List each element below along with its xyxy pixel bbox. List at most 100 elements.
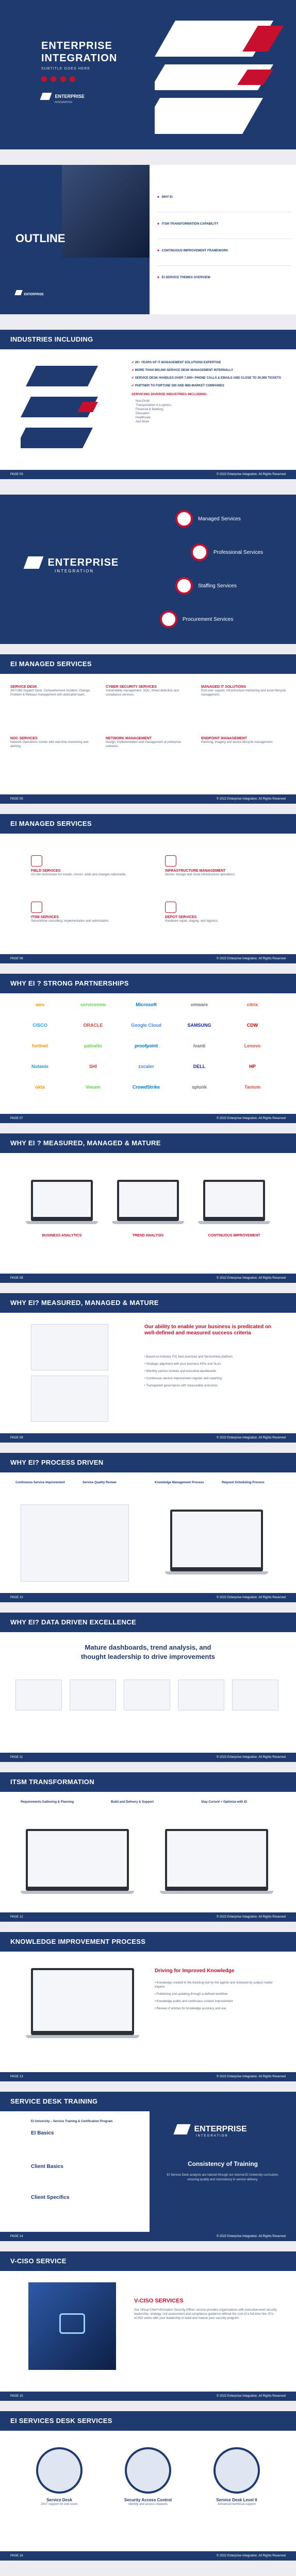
outline-items: ■WHY EI ■ITSM TRANSFORMATION CAPABILITY … <box>157 185 291 293</box>
hex-item[interactable]: Procurement Services <box>160 611 233 628</box>
brand-name: ENTERPRISE <box>194 2125 247 2133</box>
check-icon: ✔ <box>131 369 135 372</box>
brand-name: ENTERPRISE <box>24 293 44 296</box>
slide-training: SERVICE DESK TRAINING EI University – Se… <box>0 2092 296 2241</box>
copyright: © 2022 Enterprise Integration. All Right… <box>216 2075 286 2078</box>
bullet: ✔ MORE THAN 900,000 SERVICE DESK MANAGEM… <box>131 369 234 372</box>
facebook-icon[interactable] <box>41 76 47 82</box>
slide-title: EI MANAGED SERVICES <box>0 814 296 834</box>
twitter-icon[interactable] <box>51 76 57 82</box>
lock-icon <box>59 2313 85 2334</box>
cover-brand-logo: ENTERPRISE INTEGRATION <box>40 92 85 104</box>
outline-item[interactable]: ■WHY EI <box>157 185 291 212</box>
outline-item[interactable]: ■CONTINUOUS IMPROVEMENT FRAMEWORK <box>157 239 291 266</box>
partner-logo: CDW <box>246 1023 258 1028</box>
footer: PAGE 10© 2022 Enterprise Integration. Al… <box>0 1593 296 1602</box>
partner-logo: paloalto <box>84 1043 102 1048</box>
laptop-image <box>26 1968 139 2038</box>
training-panel: ENTERPRISE INTEGRATION Consistency of Tr… <box>150 2111 296 2232</box>
instagram-icon[interactable] <box>70 76 76 82</box>
slide-services-hex: ENTERPRISE INTEGRATION Managed Services … <box>0 495 296 644</box>
slide-sd-services: EI SERVICES DESK SERVICES Service Desk 2… <box>0 2411 296 2561</box>
check-icon: ✔ <box>131 361 135 364</box>
slide-industries: INDUSTRIES INCLUDING ✔ 20+ YEARS OF IT M… <box>0 330 296 479</box>
process-step: Request Scheduling Process <box>222 1481 265 1484</box>
partner-logo: fortinet <box>32 1043 48 1048</box>
itsm-icon <box>31 902 42 913</box>
linkedin-icon[interactable] <box>60 76 66 82</box>
industry-item: Transportation & Logistics <box>136 404 172 407</box>
copyright: © 2022 Enterprise Integration. All Right… <box>216 2395 286 2398</box>
copyright: © 2022 Enterprise Integration. All Right… <box>216 2235 286 2238</box>
process-step: Service Quality Review <box>83 1481 117 1484</box>
page-number: PAGE 09 <box>10 1436 23 1439</box>
partner-logo: SHI <box>89 1064 97 1069</box>
footer: PAGE 11© 2022 Enterprise Integration. Al… <box>0 1753 296 1762</box>
page-number: PAGE 13 <box>10 2075 23 2078</box>
partner-logo: vmware <box>190 1002 208 1007</box>
partner-logo: Nutanix <box>31 1064 48 1069</box>
check-icon: ✔ <box>131 384 135 387</box>
hex-icon <box>160 611 177 628</box>
industries-bullets: ✔ 20+ YEARS OF IT MANAGEMENT SOLUTIONS E… <box>131 361 286 424</box>
industry-item: Education <box>136 412 150 415</box>
slide-title: WHY EI ? MEASURED, MANAGED & MATURE <box>0 1133 296 1153</box>
brand-mark-icon <box>40 92 52 100</box>
field-services-icon <box>31 855 42 867</box>
partner-logo: zscaler <box>138 1064 154 1069</box>
partner-logo: Lenovo <box>244 1043 261 1048</box>
hex-item[interactable]: Professional Services <box>191 544 263 561</box>
footer: PAGE 15© 2022 Enterprise Integration. Al… <box>0 2392 296 2401</box>
outline-item[interactable]: ■EI SERVICE THEMES OVERVIEW <box>157 276 210 279</box>
partner-logo: CrowdStrike <box>132 1084 160 1090</box>
slide-vciso: V-CISO SERVICE V-CISO SERVICES Our Virtu… <box>0 2251 296 2401</box>
outline-title: OUTLINE <box>15 232 65 245</box>
laptop-image <box>112 1180 184 1224</box>
industry-item: Non-Profit <box>136 400 150 403</box>
training-section: Client Specifics <box>31 2195 70 2200</box>
process-step: Knowledge Management Process <box>155 1481 204 1484</box>
page-number: PAGE 14 <box>10 2235 23 2238</box>
slide-title: ITSM TRANSFORMATION <box>0 1772 296 1792</box>
depot-icon <box>165 902 176 913</box>
slide-title: WHY EI? DATA DRIVEN EXCELLENCE <box>0 1613 296 1632</box>
dashboard-thumb <box>70 1680 116 1710</box>
service-desk-image <box>36 2447 83 2494</box>
page-number: PAGE 05 <box>10 798 23 801</box>
vciso-text: Our Virtual Chief Information Security O… <box>134 2309 277 2320</box>
brand-mark-icon <box>23 556 44 569</box>
partner-logo: Google Cloud <box>131 1023 161 1028</box>
partner-logo: okta <box>35 1084 45 1090</box>
headline-1: Mature dashboards, trend analysis, and <box>85 1643 211 1651</box>
brand-sub: INTEGRATION <box>196 2134 228 2138</box>
page-number: PAGE 03 <box>10 473 23 476</box>
outline-item[interactable]: ■ITSM TRANSFORMATION CAPABILITY <box>157 212 291 239</box>
laptop-image <box>21 1829 134 1894</box>
brand-name: ENTERPRISE <box>55 93 85 99</box>
slide-measured-2: WHY EI? MEASURED, MANAGED & MATURE Our a… <box>0 1293 296 1443</box>
server-room-image <box>62 165 150 258</box>
footer: PAGE 14 © 2022 Enterprise Integration. Al… <box>0 2232 296 2241</box>
hex-item[interactable]: Staffing Services <box>175 577 237 595</box>
hex-item[interactable]: Managed Services <box>175 510 241 528</box>
cover-title-1: ENTERPRISE <box>41 40 112 52</box>
footer: PAGE 12© 2022 Enterprise Integration. Al… <box>0 1912 296 1922</box>
outline-photo: OUTLINE ENTERPRISE <box>0 165 150 314</box>
headline-2: thought leadership to drive improvements <box>80 1653 216 1660</box>
headline: Driving for Improved Knowledge <box>155 1968 235 1974</box>
copyright: © 2022 Enterprise Integration. All Right… <box>216 1916 286 1919</box>
partner-logo: HP <box>249 1064 256 1069</box>
partner-logo: CISCO <box>32 1023 47 1028</box>
partner-logo: Veeam <box>86 1084 101 1090</box>
screenshot-image <box>31 1376 108 1422</box>
partner-logo: ORACLE <box>83 1023 103 1028</box>
services-brand: ENTERPRISE INTEGRATION <box>23 556 119 573</box>
copyright: © 2022 Enterprise Integration. All Right… <box>216 473 286 476</box>
footer: PAGE 13 © 2022 Enterprise Integration. Al… <box>0 2072 296 2081</box>
dashboard-thumb <box>232 1680 278 1710</box>
partner-logo: Microsoft <box>136 1002 157 1007</box>
